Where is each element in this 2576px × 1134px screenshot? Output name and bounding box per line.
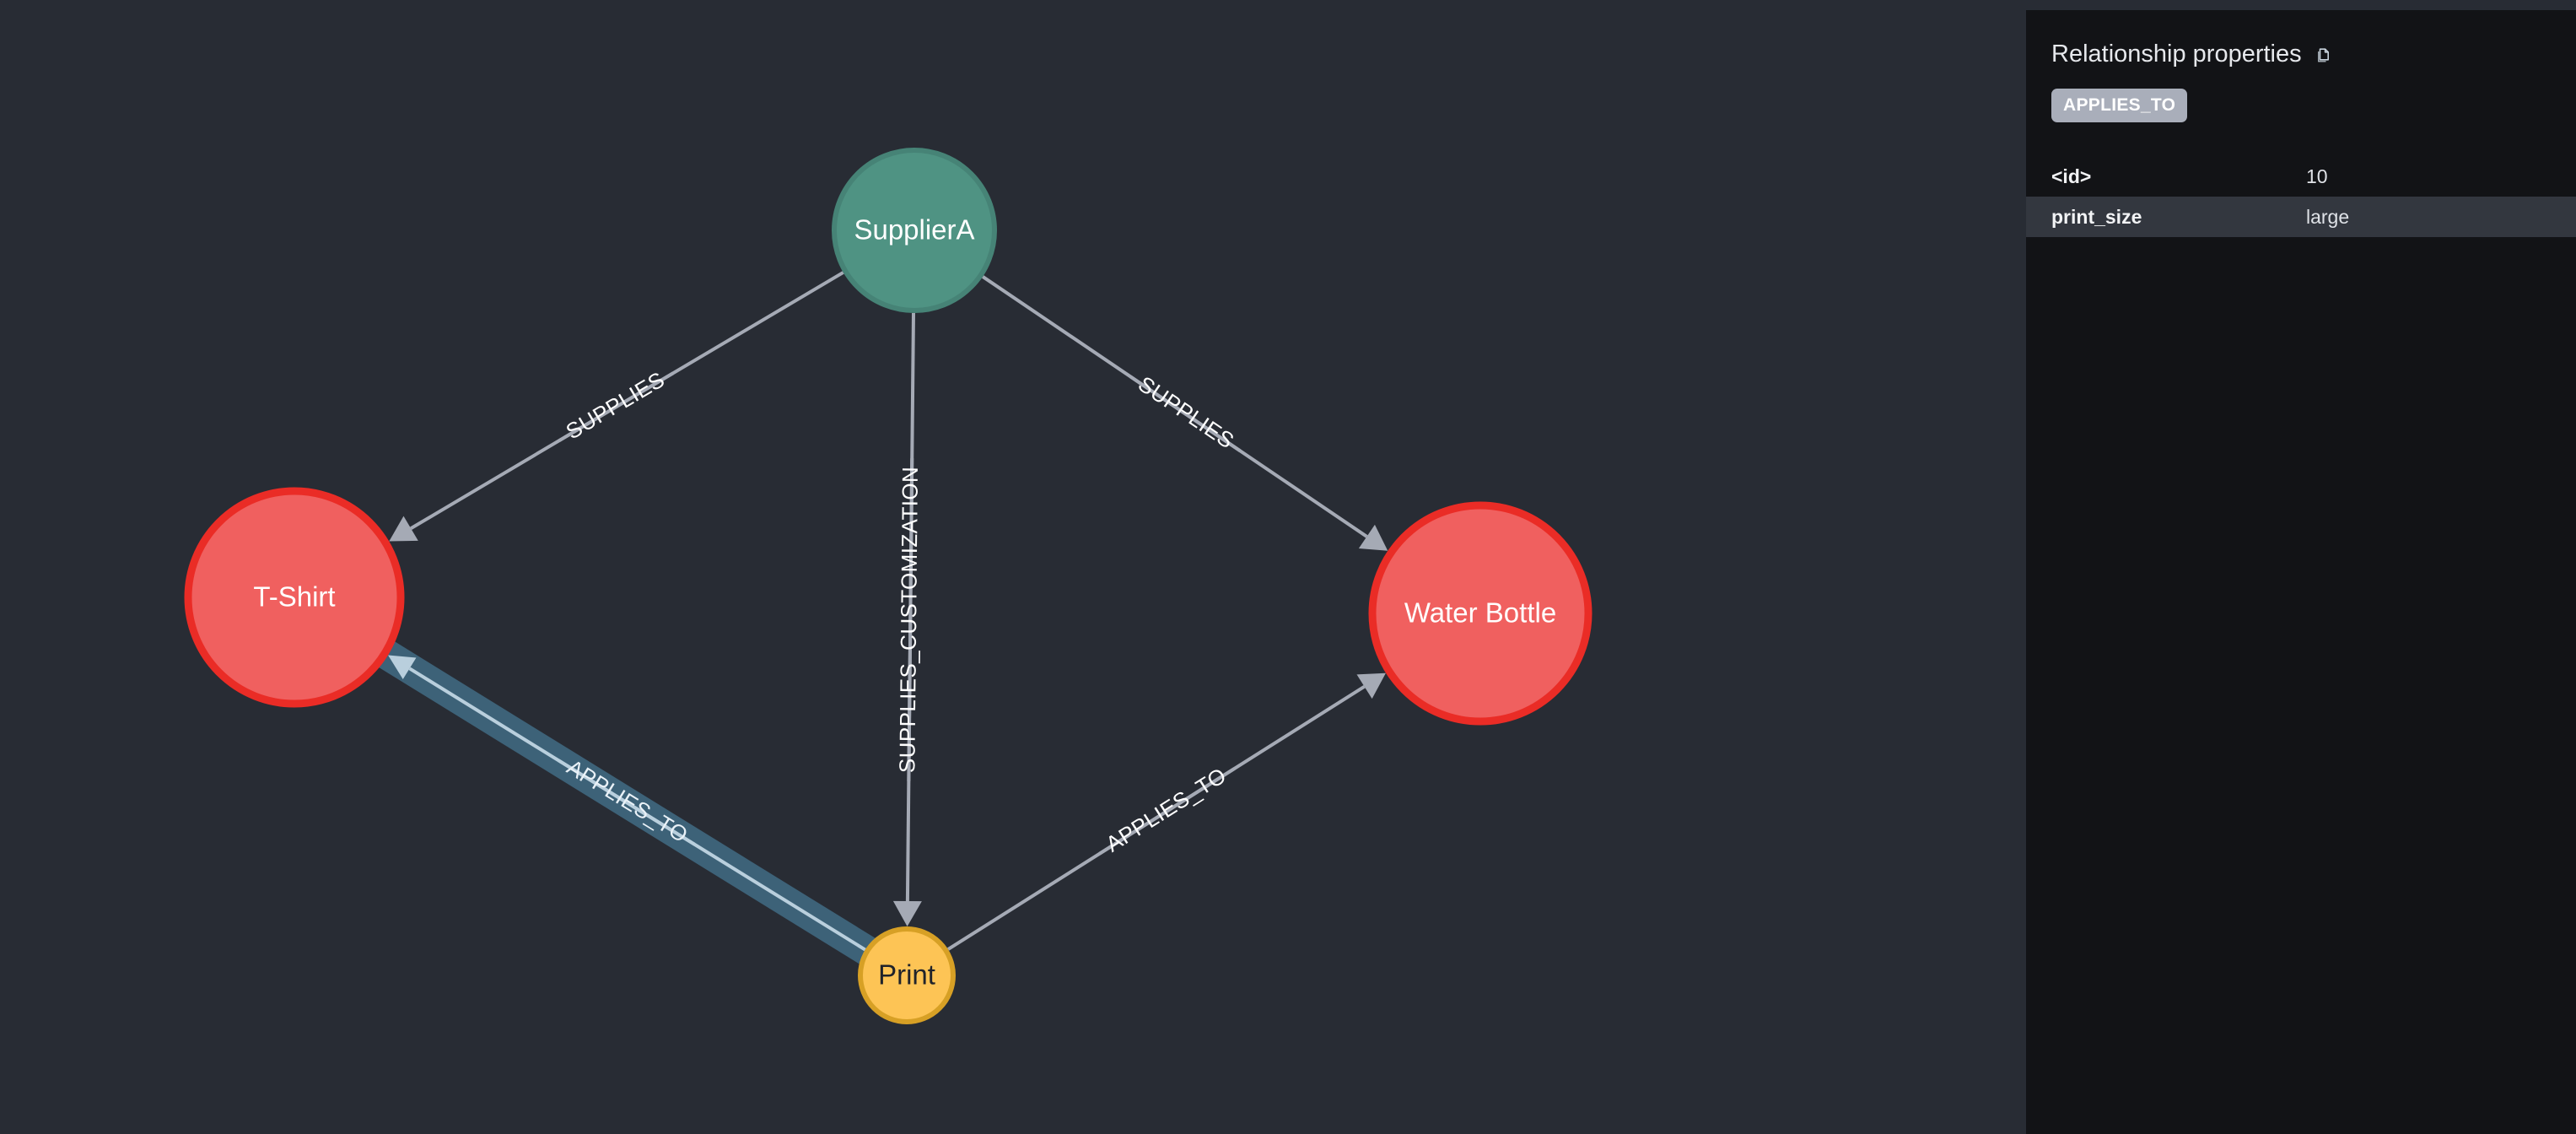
edge-labels-layer: SUPPLIES SUPPLIES SUPPLIES_CUSTOMIZATION AP…	[562, 366, 1239, 856]
copy-icon[interactable]	[2314, 46, 2332, 65]
graph-relationship[interactable]	[389, 271, 844, 542]
graph-relationship[interactable]	[375, 640, 878, 966]
graph-node[interactable]: SupplierA	[832, 148, 997, 313]
node-label: Water Bottle	[1404, 597, 1556, 629]
relationship-label[interactable]: SUPPLIES	[562, 366, 669, 444]
graph-node[interactable]: T-Shirt	[184, 487, 405, 708]
edges-layer	[375, 271, 1388, 966]
relationship-label[interactable]: APPLIES_TO	[563, 754, 693, 848]
panel-title: Relationship properties	[2051, 40, 2302, 68]
relationship-type-badge[interactable]: APPLIES_TO	[2051, 89, 2188, 122]
graph-node[interactable]: Water Bottle	[1368, 501, 1592, 726]
relationship-properties-panel: Relationship properties APPLIES_TO <id> 1…	[2026, 10, 2576, 1134]
node-label: SupplierA	[854, 214, 974, 246]
relationship-type-badge-row: APPLIES_TO	[2026, 67, 2576, 122]
property-key: <id>	[2051, 165, 2092, 187]
property-key: print_size	[2051, 205, 2142, 228]
node-label: Print	[878, 959, 935, 991]
node-label: T-Shirt	[253, 581, 335, 613]
property-value: 10	[2306, 165, 2328, 187]
panel-header: Relationship properties	[2026, 10, 2576, 67]
properties-table: <id> 10 print_size large	[2026, 156, 2576, 237]
relationship-label[interactable]: APPLIES_TO	[1102, 763, 1231, 857]
property-row[interactable]: <id> 10	[2026, 156, 2576, 197]
relationship-label[interactable]: SUPPLIES	[1134, 371, 1239, 454]
graph-relationship[interactable]	[982, 275, 1388, 551]
relationship-label[interactable]: SUPPLIES_CUSTOMIZATION	[894, 467, 923, 774]
graph-relationship[interactable]	[946, 672, 1386, 951]
property-row[interactable]: print_size large	[2026, 197, 2576, 237]
property-value: large	[2306, 205, 2350, 228]
graph-relationship[interactable]	[892, 312, 922, 927]
graph-node[interactable]: Print	[858, 926, 956, 1024]
